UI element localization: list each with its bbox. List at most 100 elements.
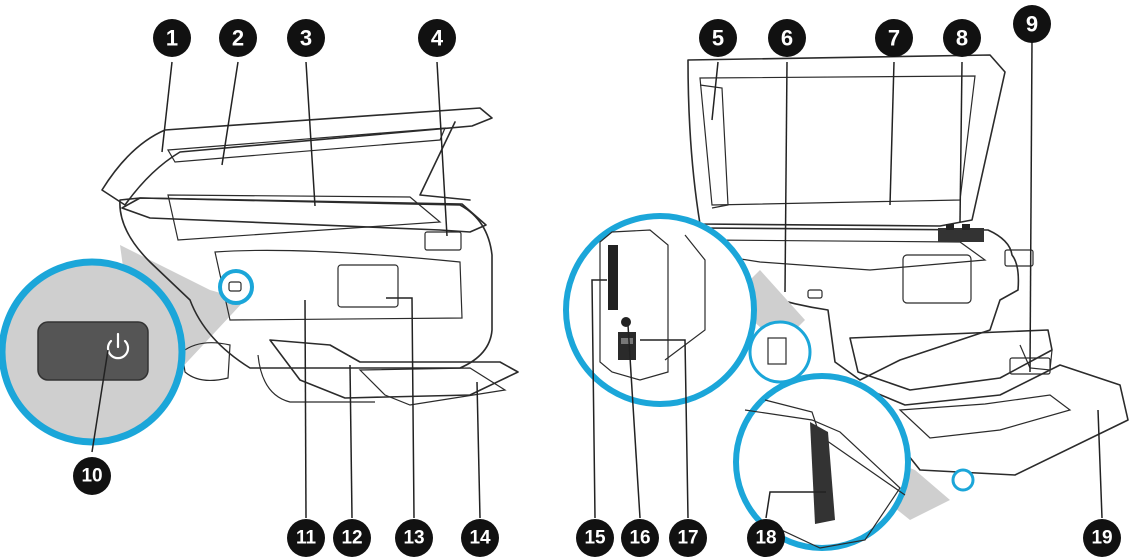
callout-14: 14 (461, 519, 499, 557)
leader-1 (161, 61, 173, 153)
leader-8 (959, 61, 963, 223)
latch-zoom (733, 373, 911, 551)
callout-2: 2 (219, 19, 257, 57)
rear-port-ring (748, 320, 812, 384)
leader-4 (436, 61, 448, 237)
callout-1: 1 (153, 19, 191, 57)
control-panel-display (337, 264, 399, 308)
port-zoom-circle (563, 213, 757, 407)
port-zoom (563, 213, 757, 407)
callout-13: 13 (395, 519, 433, 557)
leader-9 (1029, 39, 1033, 373)
callout-badges: 1 2 3 4 5 6 7 8 9 10 11 12 13 14 15 16 1… (73, 5, 1121, 557)
control-panel-display-right (902, 254, 972, 304)
memory-card-slot (608, 245, 618, 310)
leader-16 (627, 324, 641, 519)
output-tray (269, 339, 519, 399)
svg-text:15: 15 (584, 528, 606, 549)
status-light (621, 317, 631, 327)
scanner-deck (121, 197, 487, 233)
wireless-button-right (807, 289, 823, 299)
usb-port-inner (621, 338, 633, 344)
callout-3: 3 (287, 19, 325, 57)
svg-text:1: 1 (166, 26, 178, 51)
leader-lines (91, 39, 1103, 519)
svg-text:10: 10 (81, 466, 102, 487)
front-panel (214, 249, 463, 321)
wireless-zoom-ring (218, 269, 254, 305)
power-icon (106, 332, 130, 360)
cartridge-slot-b (962, 224, 970, 230)
tray-extender (358, 367, 507, 406)
svg-text:14: 14 (469, 528, 491, 549)
callout-12: 12 (333, 519, 371, 557)
svg-text:7: 7 (888, 26, 900, 51)
leader-17 (640, 339, 689, 519)
lid-inner-left (699, 84, 729, 209)
latch-zoom-panel (744, 409, 901, 549)
scanner-lid (101, 107, 493, 206)
svg-text:2: 2 (232, 26, 244, 51)
callout-16: 16 (621, 519, 659, 557)
leader-6 (784, 61, 788, 293)
callout-9: 9 (1013, 5, 1051, 43)
tray-latch-ring (951, 468, 975, 492)
ink-cartridges (938, 228, 984, 242)
svg-text:9: 9 (1026, 12, 1038, 37)
svg-text:3: 3 (300, 26, 312, 51)
leader-12 (349, 364, 353, 519)
callout-8: 8 (943, 19, 981, 57)
window-right (1004, 249, 1034, 267)
leader-10 (91, 349, 109, 453)
lid-hinge (419, 121, 471, 201)
callout-6: 6 (768, 19, 806, 57)
paper-tray-front (257, 354, 375, 403)
svg-text:19: 19 (1091, 528, 1112, 549)
callout-4: 4 (418, 19, 456, 57)
callout-11: 11 (287, 519, 325, 557)
cartridge-access-window (424, 231, 462, 251)
svg-text:5: 5 (712, 26, 724, 51)
callout-7: 7 (875, 19, 913, 57)
usb-port (618, 332, 636, 360)
tray-latch (810, 422, 835, 524)
power-button-zoom (0, 258, 186, 446)
lid-backing (167, 127, 446, 163)
callout-19: 19 (1083, 519, 1121, 557)
lid-inner-backing (699, 75, 976, 206)
paper-guides (898, 394, 1072, 439)
svg-text:17: 17 (677, 528, 698, 549)
rear-port-housing (767, 337, 787, 365)
open-scanner-lid (687, 54, 1006, 227)
leader-5 (711, 61, 719, 121)
callout-10: 10 (73, 457, 111, 495)
printer-body-left (119, 197, 493, 369)
leader-11 (304, 299, 307, 519)
leader-7 (889, 61, 895, 206)
svg-text:16: 16 (629, 528, 650, 549)
callout-17: 17 (669, 519, 707, 557)
photo-tray (1019, 344, 1053, 371)
leader-3 (305, 61, 316, 207)
wireless-icon (228, 281, 242, 292)
leader-18 (765, 491, 826, 519)
output-tray-right (849, 329, 1053, 391)
svg-text:18: 18 (755, 528, 776, 549)
svg-text:4: 4 (431, 26, 444, 51)
scanner-glass (167, 194, 442, 241)
leader-2 (221, 61, 239, 166)
svg-text:6: 6 (781, 26, 793, 51)
svg-text:11: 11 (296, 528, 317, 549)
leader-15 (591, 279, 607, 519)
svg-text:12: 12 (341, 528, 362, 549)
callout-15: 15 (576, 519, 614, 557)
leader-13 (386, 297, 415, 519)
cartridge-slot-a (946, 224, 954, 230)
callout-18: 18 (747, 519, 785, 557)
svg-text:13: 13 (403, 528, 424, 549)
leader-19 (1097, 409, 1103, 519)
svg-text:8: 8 (956, 26, 968, 51)
printer-foot-left (181, 342, 231, 382)
